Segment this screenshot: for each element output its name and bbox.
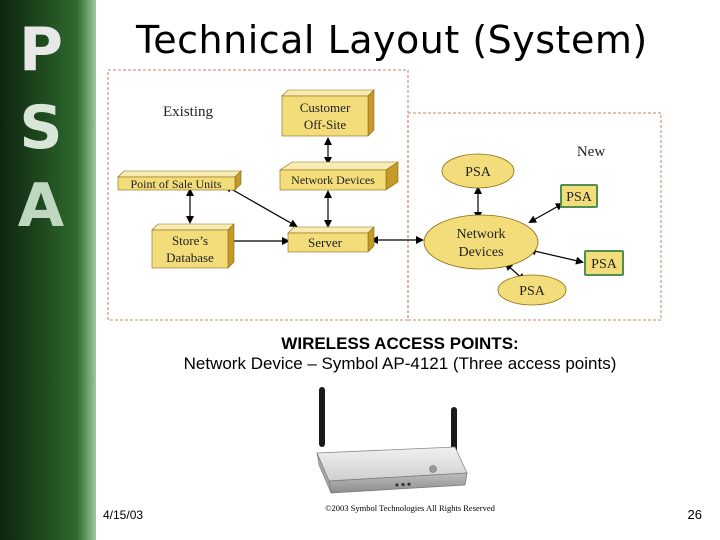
network-devices-existing-label: Network Devices <box>291 173 375 187</box>
psa-lower-right-node: PSA <box>584 250 624 276</box>
psa-top-node: PSA <box>441 153 515 189</box>
psa-right-node: PSA <box>560 184 598 208</box>
stores-database-box: Store’s Database <box>151 223 235 269</box>
connectors <box>186 137 584 282</box>
point-of-sale-units-label: Point of Sale Units <box>130 177 221 191</box>
stores-database-line2: Database <box>166 250 214 265</box>
connector-net-psa-lower-right <box>528 247 584 265</box>
stores-database-line1: Store’s <box>172 233 208 248</box>
customer-offsite-line1: Customer <box>300 100 351 115</box>
psa-lower-right-label: PSA <box>591 257 618 272</box>
connector-net-psa-right <box>528 203 564 223</box>
psa-bottom-label: PSA <box>519 284 546 299</box>
network-devices-existing-box: Network Devices <box>279 161 399 191</box>
logo-letter-a: A <box>17 171 65 241</box>
customer-offsite-box: Customer Off-Site <box>281 89 375 137</box>
psa-bottom-node: PSA <box>497 274 567 306</box>
page-title: Technical Layout (System) <box>136 18 648 62</box>
logo-letter-p: P <box>19 15 63 85</box>
antenna-left <box>319 387 325 447</box>
point-of-sale-units-box: Point of Sale Units <box>117 170 242 191</box>
psa-right-label: PSA <box>566 190 593 205</box>
access-point-image <box>316 387 468 494</box>
footer-date: 4/15/03 <box>103 508 144 522</box>
new-region <box>407 112 662 321</box>
antenna-right <box>451 407 457 457</box>
network-devices-new-line2: Devices <box>458 245 503 260</box>
network-devices-new-node: Network Devices <box>423 214 539 270</box>
network-devices-new-line1: Network <box>457 227 506 242</box>
new-label: New <box>577 144 605 160</box>
existing-label: Existing <box>163 104 214 120</box>
logo-letter-s: S <box>19 93 63 163</box>
server-box: Server <box>287 226 375 253</box>
psa-top-label: PSA <box>465 165 492 180</box>
customer-offsite-line2: Off-Site <box>304 117 347 132</box>
footer-copyright: ©2003 Symbol Technologies All Rights Res… <box>325 503 495 513</box>
caption-heading: WIRELESS ACCESS POINTS: <box>281 334 519 353</box>
connector-pos-server <box>224 185 298 227</box>
sidebar-band: P S A <box>0 0 96 540</box>
server-label: Server <box>308 235 343 250</box>
page-number: 26 <box>687 507 702 522</box>
caption-detail: Network Device – Symbol AP-4121 (Three a… <box>183 354 617 373</box>
